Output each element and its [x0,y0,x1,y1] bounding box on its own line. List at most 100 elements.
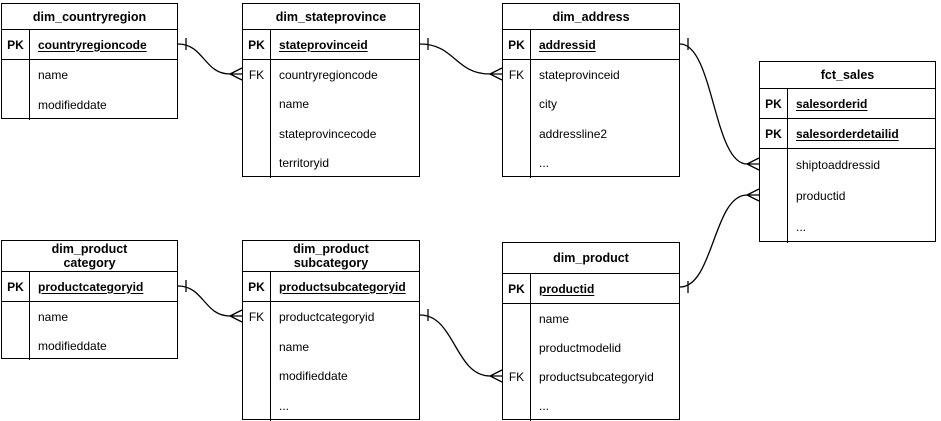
attribute-row[interactable]: name [243,89,419,119]
attribute-field-name: name [279,339,310,354]
relationship-dim_stateprovince-to-dim_address[interactable] [419,38,503,81]
fk-badge: FK [243,302,271,332]
relationship-curve [679,43,748,165]
key-row[interactable]: PK stateprovinceid [243,30,419,60]
key-field-name: stateprovinceid [279,37,368,52]
key-field-cell: countryregioncode [30,30,177,59]
relationship-dim_product_subcategory-to-dim_product[interactable] [419,309,503,383]
empty-badge-cell [243,391,271,421]
attribute-row[interactable]: shiptoaddressid [760,149,935,181]
attribute-row[interactable]: ... [760,211,935,243]
key-field-name: productsubcategoryid [279,279,406,294]
attribute-row[interactable]: city [503,89,679,119]
relationship-dim_countryregion-to-dim_stateprovince[interactable] [177,38,243,81]
empty-badge-cell [503,148,531,178]
key-field-name: countryregioncode [38,37,147,52]
empty-badge-cell [243,331,271,362]
attribute-row[interactable]: territoryid [243,148,419,178]
key-field-cell: productcategoryid [30,272,177,301]
empty-badge-cell [760,180,788,212]
attribute-field-name: addressline2 [539,126,608,141]
attribute-field-name: ... [539,156,550,171]
relationship-curve [679,194,748,288]
empty-badge-cell [503,119,531,149]
relationship-dim_product-to-fct_sales[interactable] [679,188,760,293]
cardinality-many-crow-foot [488,369,503,383]
attribute-row[interactable]: modifieddate [2,331,177,360]
empty-badge-cell [503,333,531,363]
key-row[interactable]: PK productsubcategoryid [243,272,419,302]
key-field-cell: stateprovinceid [271,30,419,59]
key-field-name: salesorderdetailid [796,126,899,141]
attribute-row[interactable]: ... [503,148,679,178]
attribute-field-name: stateprovincecode [279,126,377,141]
attribute-row[interactable]: productmodelid [503,333,679,363]
attribute-row[interactable]: FK stateprovinceid [503,60,679,90]
attribute-field-name: stateprovinceid [539,67,620,82]
attribute-row[interactable]: name [503,304,679,334]
cardinality-many-crow-foot [745,157,760,171]
empty-badge-cell [243,361,271,392]
attribute-row[interactable]: modifieddate [2,90,177,120]
fk-badge: FK [503,362,531,392]
attribute-row[interactable]: FK productcategoryid [243,302,419,332]
attribute-row[interactable]: modifieddate [243,361,419,392]
attribute-row[interactable]: productid [760,180,935,212]
key-field-name: salesorderid [796,96,868,111]
attribute-field-name: name [279,97,310,112]
attribute-row[interactable]: ... [243,391,419,421]
empty-badge-cell [2,302,30,331]
attribute-field-name: name [539,311,570,326]
empty-badge-cell [2,60,30,90]
attribute-row[interactable]: FK productsubcategoryid [503,362,679,392]
empty-badge-cell [2,331,30,360]
attribute-row[interactable]: name [243,331,419,362]
relationship-dim_address-to-fct_sales[interactable] [679,38,760,171]
attribute-field-name: name [38,68,69,82]
key-field-cell: productid [531,274,679,303]
attribute-field-name: productcategoryid [279,309,375,324]
attribute-row[interactable]: stateprovincecode [243,119,419,149]
key-field-cell: salesorderdetailid [788,119,935,148]
entity-title: dim_product subcategory [243,241,419,272]
pk-badge: PK [243,272,271,301]
relationship-dim_product_category-to-dim_product_subcategory[interactable] [177,280,243,323]
key-row[interactable]: PK salesorderid [760,89,935,119]
attribute-field-name: ... [539,399,550,414]
attribute-row[interactable]: ... [503,391,679,421]
relationship-curve [419,43,491,75]
empty-badge-cell [2,90,30,120]
attribute-field-name: ... [279,399,290,414]
attribute-row[interactable]: name [2,60,177,90]
relationship-curve [177,43,231,75]
empty-badge-cell [760,211,788,243]
key-field-name: productcategoryid [38,279,144,294]
pk-badge: PK [243,30,271,59]
entity-title: dim_countryregion [2,4,177,30]
attribute-field-name: modifieddate [279,369,348,384]
attribute-row[interactable]: addressline2 [503,119,679,149]
attribute-field-name: countryregioncode [279,67,378,82]
attribute-row[interactable]: FK countryregioncode [243,60,419,90]
fk-badge: FK [243,60,271,90]
attribute-field-name: city [539,97,557,112]
empty-badge-cell [243,119,271,149]
empty-badge-cell [503,304,531,334]
entity-title: dim_address [503,4,679,30]
attribute-field-name: productsubcategoryid [539,370,654,385]
fk-badge: FK [503,60,531,90]
attribute-row[interactable]: name [2,302,177,331]
pk-badge: PK [760,89,788,118]
